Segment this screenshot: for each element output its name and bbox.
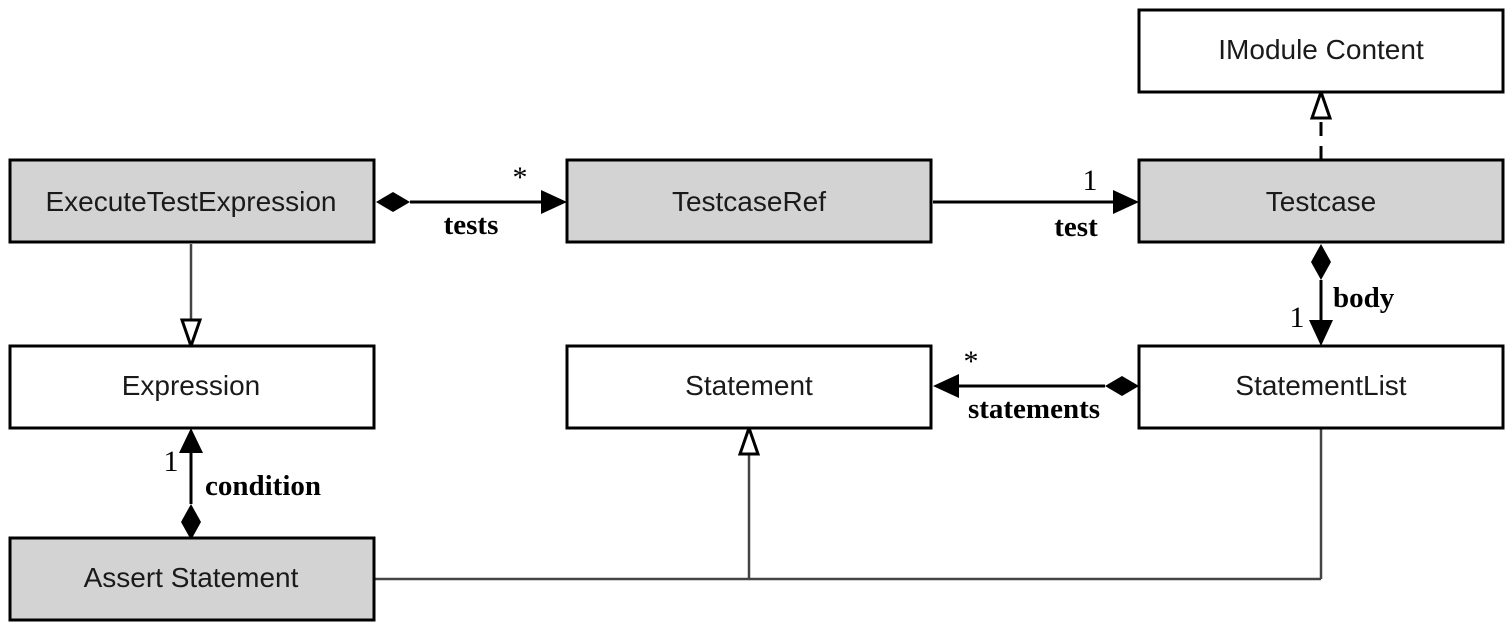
class-box	[565, 344, 933, 430]
multiplicity-test: 1	[1083, 164, 1098, 197]
class-name: Statement	[685, 370, 813, 401]
realization-arrowhead	[1309, 87, 1333, 120]
multiplicity-tests: *	[513, 161, 528, 194]
class-box	[1137, 158, 1505, 244]
multiplicity-statements: *	[964, 345, 979, 378]
class-name: Assert Statement	[84, 562, 299, 593]
class-imodule-content[interactable]: IModule Content	[1137, 8, 1505, 94]
navigability-arrowhead-body	[1309, 320, 1333, 346]
multiplicity-condition: 1	[164, 445, 179, 478]
role-label-body: body	[1333, 282, 1395, 314]
role-label-condition: condition	[205, 470, 321, 502]
composition-diamond-body	[1311, 244, 1331, 280]
role-label-tests: tests	[444, 209, 499, 241]
class-name: Testcase	[1266, 186, 1377, 217]
class-statement-list[interactable]: StatementList	[1137, 344, 1505, 430]
class-box	[565, 158, 933, 244]
class-box	[1137, 8, 1505, 94]
class-testcase[interactable]: Testcase	[1137, 158, 1505, 244]
multiplicity-body: 1	[1290, 301, 1305, 334]
composition-diamond-statements	[1105, 376, 1139, 396]
class-execute-test-expression[interactable]: ExecuteTestExpression	[8, 158, 376, 244]
class-name: StatementList	[1235, 370, 1406, 401]
composition-diamond-condition	[181, 504, 201, 540]
class-name: IModule Content	[1218, 34, 1424, 65]
class-name: Expression	[122, 370, 261, 401]
role-label-statements: statements	[968, 393, 1100, 425]
class-box	[8, 536, 376, 622]
class-name: TestcaseRef	[672, 186, 826, 217]
composition-diamond-tests	[376, 192, 410, 212]
class-name: ExecuteTestExpression	[45, 186, 336, 217]
class-box	[8, 158, 376, 244]
generalization-arrowhead-expression	[179, 318, 203, 351]
class-expression[interactable]: Expression	[8, 344, 376, 430]
navigability-arrowhead-condition	[179, 428, 203, 453]
class-box	[8, 344, 376, 430]
navigability-arrowhead-tests	[541, 190, 567, 214]
generalization-arrowhead-statement	[737, 423, 761, 456]
navigability-arrowhead-statements	[933, 374, 959, 398]
class-assert-statement[interactable]: Assert Statement	[8, 536, 376, 622]
class-box	[1137, 344, 1505, 430]
role-label-test: test	[1054, 211, 1098, 243]
class-testcase-ref[interactable]: TestcaseRef	[565, 158, 933, 244]
navigability-arrowhead-test	[1113, 190, 1139, 214]
class-statement[interactable]: Statement	[565, 344, 933, 430]
